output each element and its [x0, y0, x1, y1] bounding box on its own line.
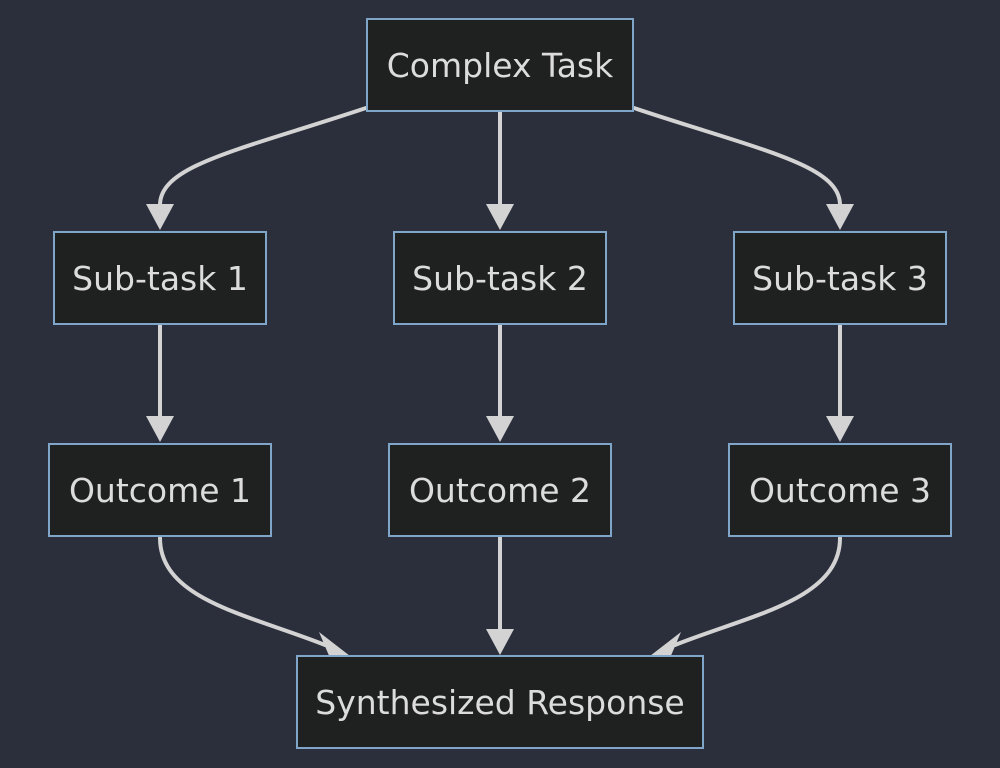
arrowhead-outcome-2: [486, 416, 514, 442]
node-outcome-3-label: Outcome 3: [748, 470, 932, 510]
node-subtask-3: Sub-task 3: [733, 231, 947, 325]
arrowhead-response-center: [486, 629, 514, 655]
arrowhead-response-left: [319, 632, 350, 658]
node-outcome-2-label: Outcome 2: [408, 470, 592, 510]
edge-outcome-3-to-response: [673, 536, 842, 647]
edge-outcome-1-to-response: [158, 536, 327, 647]
node-complex-task: Complex Task: [366, 18, 634, 112]
node-subtask-2-label: Sub-task 2: [412, 258, 588, 298]
node-complex-task-label: Complex Task: [386, 45, 614, 85]
node-synthesized-response-label: Synthesized Response: [315, 682, 685, 722]
node-outcome-3: Outcome 3: [728, 443, 952, 537]
edge-complex-to-subtask-1: [158, 106, 368, 207]
node-subtask-1-label: Sub-task 1: [72, 258, 248, 298]
edge-complex-to-subtask-3: [632, 106, 842, 207]
arrowhead-subtask-2: [486, 204, 514, 230]
arrowhead-subtask-1: [146, 204, 174, 230]
node-subtask-1: Sub-task 1: [53, 231, 267, 325]
arrowhead-subtask-3: [826, 204, 854, 230]
node-outcome-1: Outcome 1: [48, 443, 272, 537]
node-outcome-2: Outcome 2: [388, 443, 612, 537]
arrowhead-outcome-3: [826, 416, 854, 442]
node-subtask-2: Sub-task 2: [393, 231, 607, 325]
node-subtask-3-label: Sub-task 3: [752, 258, 928, 298]
arrowhead-response-right: [650, 632, 681, 658]
arrowhead-outcome-1: [146, 416, 174, 442]
node-synthesized-response: Synthesized Response: [296, 655, 704, 749]
node-outcome-1-label: Outcome 1: [68, 470, 252, 510]
